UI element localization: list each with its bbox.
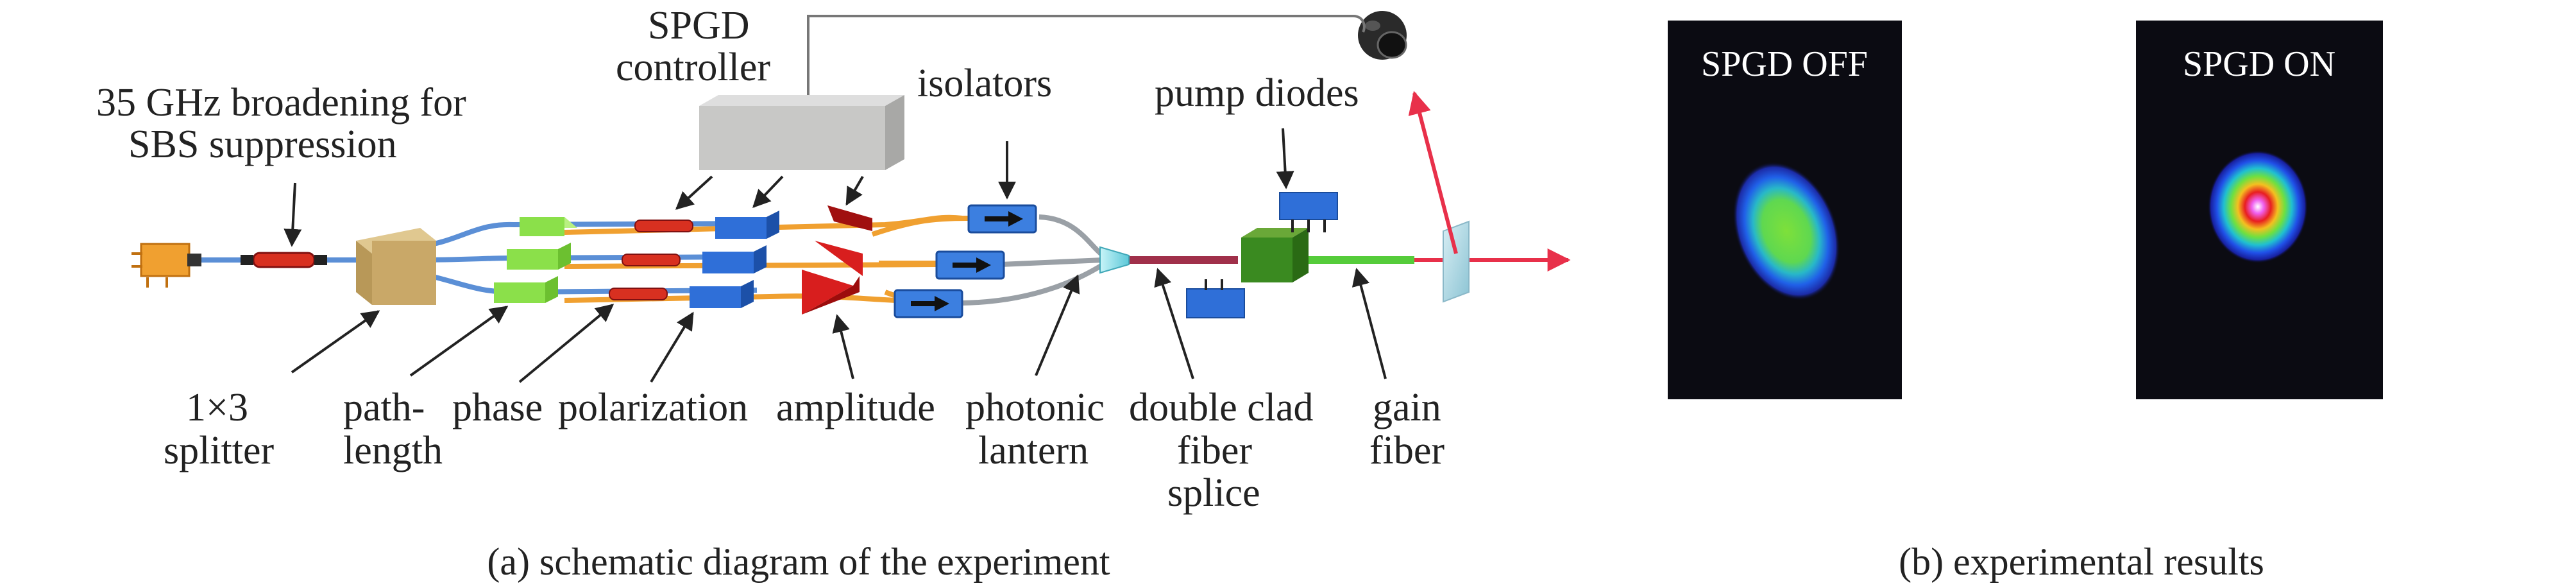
modulator-connector-left — [241, 255, 253, 265]
pickoff-mirror — [1443, 220, 1470, 303]
pump-combiner — [1241, 228, 1309, 282]
label-dc-line2: fiber — [1177, 429, 1252, 472]
isolator-mid — [935, 250, 1005, 280]
caption-b: (b) experimental results — [1899, 540, 2264, 583]
spgd-controller — [699, 95, 904, 170]
label-splitter-line2: splitter — [164, 429, 275, 472]
beam-spot-off — [1733, 162, 1840, 300]
arrow-amplitude — [832, 314, 854, 379]
pump-diode-top — [1279, 192, 1338, 220]
isolator-bot — [894, 289, 963, 318]
arrow-splitter — [291, 310, 380, 374]
label-dc-line3: splice — [1167, 471, 1260, 515]
label-spgd-line1: SPGD — [648, 4, 750, 48]
arrow-photonic-lantern — [1035, 274, 1080, 376]
label-dc-line1: double clad — [1129, 386, 1314, 429]
path-length-modulators — [609, 220, 693, 300]
arrow-phase — [518, 304, 614, 383]
pump-diodes — [1186, 192, 1338, 318]
arrow-gain-fiber — [1352, 268, 1387, 379]
polarization-controllers — [690, 211, 779, 308]
control-arrow-amplitude — [845, 175, 864, 206]
fiber-iso-bot-out — [962, 262, 1105, 306]
panel-off-title: SPGD OFF — [1701, 44, 1868, 84]
label-sbs-line2: SBS suppression — [128, 123, 397, 166]
label-pump-diodes: pump diodes — [1155, 71, 1359, 115]
arrow-pump-diodes — [1276, 128, 1294, 189]
arrow-double-clad — [1154, 268, 1194, 379]
modulator-connector-right — [314, 255, 327, 265]
label-gain-line1: gain — [1373, 386, 1441, 429]
control-arrow-polarization — [752, 175, 784, 209]
label-gain-line2: fiber — [1369, 429, 1445, 472]
label-path-line1: path- — [343, 386, 425, 429]
label-path-line2: length — [343, 429, 443, 472]
label-lantern-line2: lantern — [978, 429, 1089, 472]
fiber-iso-top-out — [1038, 214, 1105, 258]
fiber-to-isolator-top — [871, 216, 969, 237]
control-arrow-path — [675, 175, 713, 210]
label-sbs-line1: 35 GHz broadening for — [96, 81, 466, 125]
splitter-1x3 — [356, 228, 436, 305]
caption-a: (a) schematic diagram of the experiment — [487, 540, 1110, 583]
fiber-iso-mid-out — [1000, 257, 1104, 267]
beam-spot-on — [2208, 150, 2308, 263]
panel-on-title: SPGD ON — [2183, 44, 2335, 84]
label-polarization: polarization — [558, 386, 748, 429]
sampled-beam — [1408, 91, 1458, 254]
label-lantern-line1: photonic — [965, 386, 1105, 429]
amplitude-modulators — [802, 205, 872, 315]
pump-diode-bottom — [1186, 288, 1245, 318]
panel-spgd-on: SPGD ON — [2136, 21, 2383, 399]
photonic-lantern — [1099, 246, 1130, 274]
feedback-line — [807, 15, 1366, 95]
sbs-phase-modulator — [252, 252, 316, 268]
detector-icon — [1358, 11, 1407, 60]
arrow-path-length — [409, 306, 509, 377]
isolator-top — [967, 204, 1037, 234]
phase-modulators — [494, 217, 577, 303]
label-amplitude: amplitude — [776, 386, 935, 429]
label-splitter-line1: 1×3 — [186, 386, 248, 429]
label-phase: phase — [452, 386, 543, 429]
label-spgd-line2: controller — [616, 46, 770, 89]
arrow-sbs — [284, 182, 302, 247]
label-isolators: isolators — [917, 62, 1052, 105]
panel-spgd-off: SPGD OFF — [1668, 21, 1902, 399]
isolators — [894, 204, 1037, 318]
seed-source — [131, 243, 201, 288]
arrow-polarization — [650, 311, 694, 383]
